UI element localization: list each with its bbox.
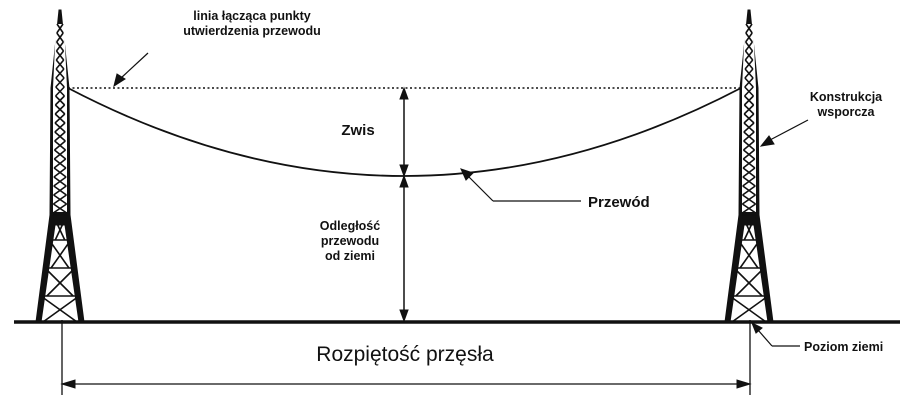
left-tower	[35, 9, 85, 323]
tower-brace	[52, 194, 67, 205]
span-dimension-arrow	[60, 320, 752, 395]
tower-leg-brace	[48, 239, 70, 269]
tower-brace	[55, 41, 64, 52]
tower-brace	[52, 203, 68, 214]
tower-brace	[56, 23, 64, 34]
tower-leg-brace	[50, 239, 72, 269]
tower-brace	[743, 86, 754, 97]
tower-leg-brace	[40, 295, 78, 323]
structure-label-1: Konstrukcja	[810, 90, 883, 104]
tower-brace	[743, 113, 755, 124]
tower-brace	[55, 68, 65, 79]
clearance-label-2: przewodu	[321, 234, 379, 248]
sag-label: Zwis	[341, 122, 374, 139]
tower-leg-brace	[46, 267, 76, 297]
tower-brace	[742, 176, 756, 187]
right-tower	[724, 9, 774, 323]
clearance-label-3: od ziemi	[325, 249, 375, 263]
structure-label-2: wsporcza	[817, 105, 876, 119]
tower-leg-brace	[743, 214, 757, 241]
tower-leg-brace	[42, 295, 80, 323]
tower-brace	[744, 68, 754, 79]
sag-dimension-arrow	[399, 86, 409, 178]
tower-brace	[743, 122, 755, 133]
tower-brace	[54, 95, 66, 106]
attachment-line-label-2: utwierdzenia przewodu	[183, 24, 321, 38]
tower-leg-brace	[54, 214, 68, 241]
tower-brace	[53, 176, 67, 187]
tower-brace	[54, 113, 66, 124]
conductor-label: Przewód	[588, 194, 650, 211]
tower-brace	[743, 104, 755, 115]
tower-brace	[742, 149, 756, 160]
tower-leg-brace	[739, 239, 761, 269]
tower-brace	[53, 185, 67, 196]
tower-brace	[55, 77, 65, 88]
tower-brace	[54, 131, 66, 142]
tower-brace	[742, 167, 756, 178]
ground-level-label: Poziom ziemi	[804, 340, 883, 354]
tower-brace	[55, 50, 65, 61]
tower-leg-brace	[741, 214, 755, 241]
tower-brace	[744, 32, 753, 43]
tower-brace	[743, 95, 755, 106]
tower-brace	[55, 32, 64, 43]
tower-leg-brace	[733, 267, 763, 297]
tower-brace	[743, 131, 755, 142]
tower-brace	[744, 41, 753, 52]
tower-brace	[744, 59, 754, 70]
tower-brace	[54, 86, 65, 97]
tower-brace	[745, 23, 753, 34]
tower-brace	[742, 185, 756, 196]
tower-brace	[55, 59, 65, 70]
clearance-dimension-arrow	[399, 174, 409, 323]
tower-brace	[742, 140, 755, 151]
tower-brace	[53, 149, 67, 160]
tower-brace	[741, 203, 757, 214]
tower-brace	[54, 122, 66, 133]
tower-brace	[742, 158, 756, 169]
tower-brace	[53, 158, 67, 169]
tower-brace	[53, 167, 67, 178]
tower-leg-brace	[44, 267, 74, 297]
tower-leg-brace	[731, 295, 769, 323]
tower-leg-brace	[52, 214, 66, 241]
attachment-line-label-1: linia łącząca punkty	[193, 9, 310, 23]
clearance-label-1: Odległość	[320, 219, 380, 233]
tower-brace	[54, 104, 66, 115]
span-label: Rozpiętość przęsła	[316, 343, 494, 366]
tower-leg-brace	[737, 239, 759, 269]
tower-leg-brace	[729, 295, 767, 323]
tower-brace	[53, 140, 66, 151]
leader-lines	[113, 52, 809, 347]
tower-brace	[744, 77, 754, 88]
tower-brace	[741, 194, 756, 205]
tower-brace	[744, 50, 754, 61]
tower-leg-brace	[735, 267, 765, 297]
